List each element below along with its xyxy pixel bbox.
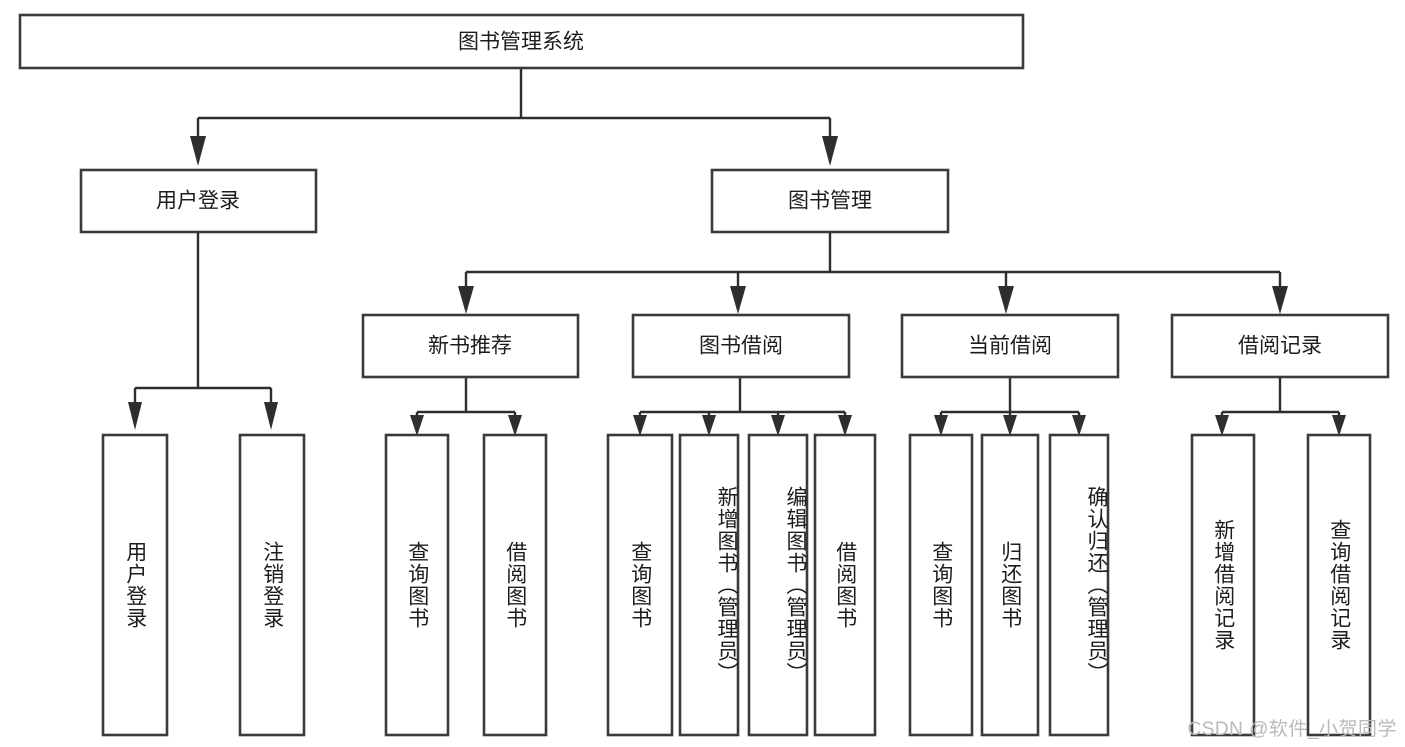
edges-current-borrow-to-leaves	[934, 377, 1086, 436]
arrowhead-leaf-logout	[264, 402, 278, 430]
leaf-boxes	[101, 433, 1372, 737]
leaf-user-login-box[interactable]	[101, 433, 169, 737]
leaf-query-book-3-box[interactable]	[908, 433, 974, 737]
leaf-logout-box[interactable]	[238, 433, 306, 737]
leaf-query-book-1-box[interactable]	[384, 433, 450, 737]
arrowhead-leaf-borrow-book-1	[508, 415, 522, 436]
arrowhead-leaf-query-book-2	[633, 415, 647, 436]
arrowhead-book-management	[822, 136, 838, 166]
node-borrow-record-box[interactable]	[1170, 313, 1390, 379]
leaf-query-record-box[interactable]	[1306, 433, 1372, 737]
node-user-login[interactable]: 用户登录	[79, 168, 318, 234]
edges-root-to-level2	[190, 68, 838, 166]
arrowhead-new-book-recommend	[458, 286, 474, 314]
node-user-login-box[interactable]	[79, 168, 318, 234]
arrowhead-borrow-record	[1272, 286, 1288, 314]
leaf-return-book-box[interactable]	[980, 433, 1040, 737]
arrowhead-leaf-query-book-3	[934, 415, 948, 436]
node-new-book-recommend-box[interactable]	[361, 313, 580, 379]
node-root-label: 图书管理系统	[458, 31, 584, 54]
arrowhead-leaf-query-book-1	[410, 415, 424, 436]
arrowhead-current-borrow	[998, 286, 1014, 314]
leaf-add-book-box[interactable]	[678, 433, 740, 737]
node-book-management[interactable]: 图书管理	[710, 168, 950, 234]
leaf-query-book-2-box[interactable]	[606, 433, 674, 737]
edges-book-management-to-level3	[458, 232, 1288, 314]
leaf-edit-book-box[interactable]	[747, 433, 809, 737]
node-new-book-recommend-label: 新书推荐	[428, 335, 512, 358]
edges-book-borrow-to-leaves	[633, 377, 852, 436]
node-root[interactable]: 图书管理系统	[18, 13, 1025, 70]
arrowhead-leaf-confirm-return	[1072, 415, 1086, 436]
node-book-management-box[interactable]	[710, 168, 950, 234]
node-new-book-recommend[interactable]: 新书推荐	[361, 313, 580, 379]
arrowhead-user-login	[190, 136, 206, 166]
node-book-borrow-box[interactable]	[631, 313, 851, 379]
leaf-add-record-box[interactable]	[1190, 433, 1256, 737]
arrowhead-leaf-borrow-book-2	[838, 415, 852, 436]
leaf-borrow-book-1-box[interactable]	[482, 433, 548, 737]
node-current-borrow[interactable]: 当前借阅	[900, 313, 1120, 379]
edges-borrow-record-to-leaves	[1215, 377, 1346, 436]
node-current-borrow-box[interactable]	[900, 313, 1120, 379]
node-book-management-label: 图书管理	[788, 190, 872, 213]
node-user-login-label: 用户登录	[156, 190, 240, 213]
arrowhead-leaf-add-record	[1215, 415, 1229, 436]
node-book-borrow[interactable]: 图书借阅	[631, 313, 851, 379]
leaf-confirm-return-box[interactable]	[1048, 433, 1110, 737]
node-borrow-record-label: 借阅记录	[1238, 335, 1322, 358]
arrowhead-leaf-add-book	[702, 415, 716, 436]
arrowhead-leaf-edit-book	[771, 415, 785, 436]
node-book-borrow-label: 图书借阅	[699, 335, 783, 358]
arrowhead-leaf-return-book	[1003, 415, 1017, 436]
arrowhead-book-borrow	[730, 286, 746, 314]
csdn-watermark: CSDN @软件_小贺同学	[1187, 719, 1397, 740]
arrowhead-leaf-user-login	[128, 402, 142, 430]
arrowhead-leaf-query-record	[1332, 415, 1346, 436]
leaf-borrow-book-2-box[interactable]	[813, 433, 877, 737]
edges-user-login-to-leaves	[128, 232, 278, 430]
edges-new-book-recommend-to-leaves	[410, 377, 522, 436]
node-root-box[interactable]	[18, 13, 1025, 70]
node-current-borrow-label: 当前借阅	[968, 335, 1052, 358]
node-borrow-record[interactable]: 借阅记录	[1170, 313, 1390, 379]
